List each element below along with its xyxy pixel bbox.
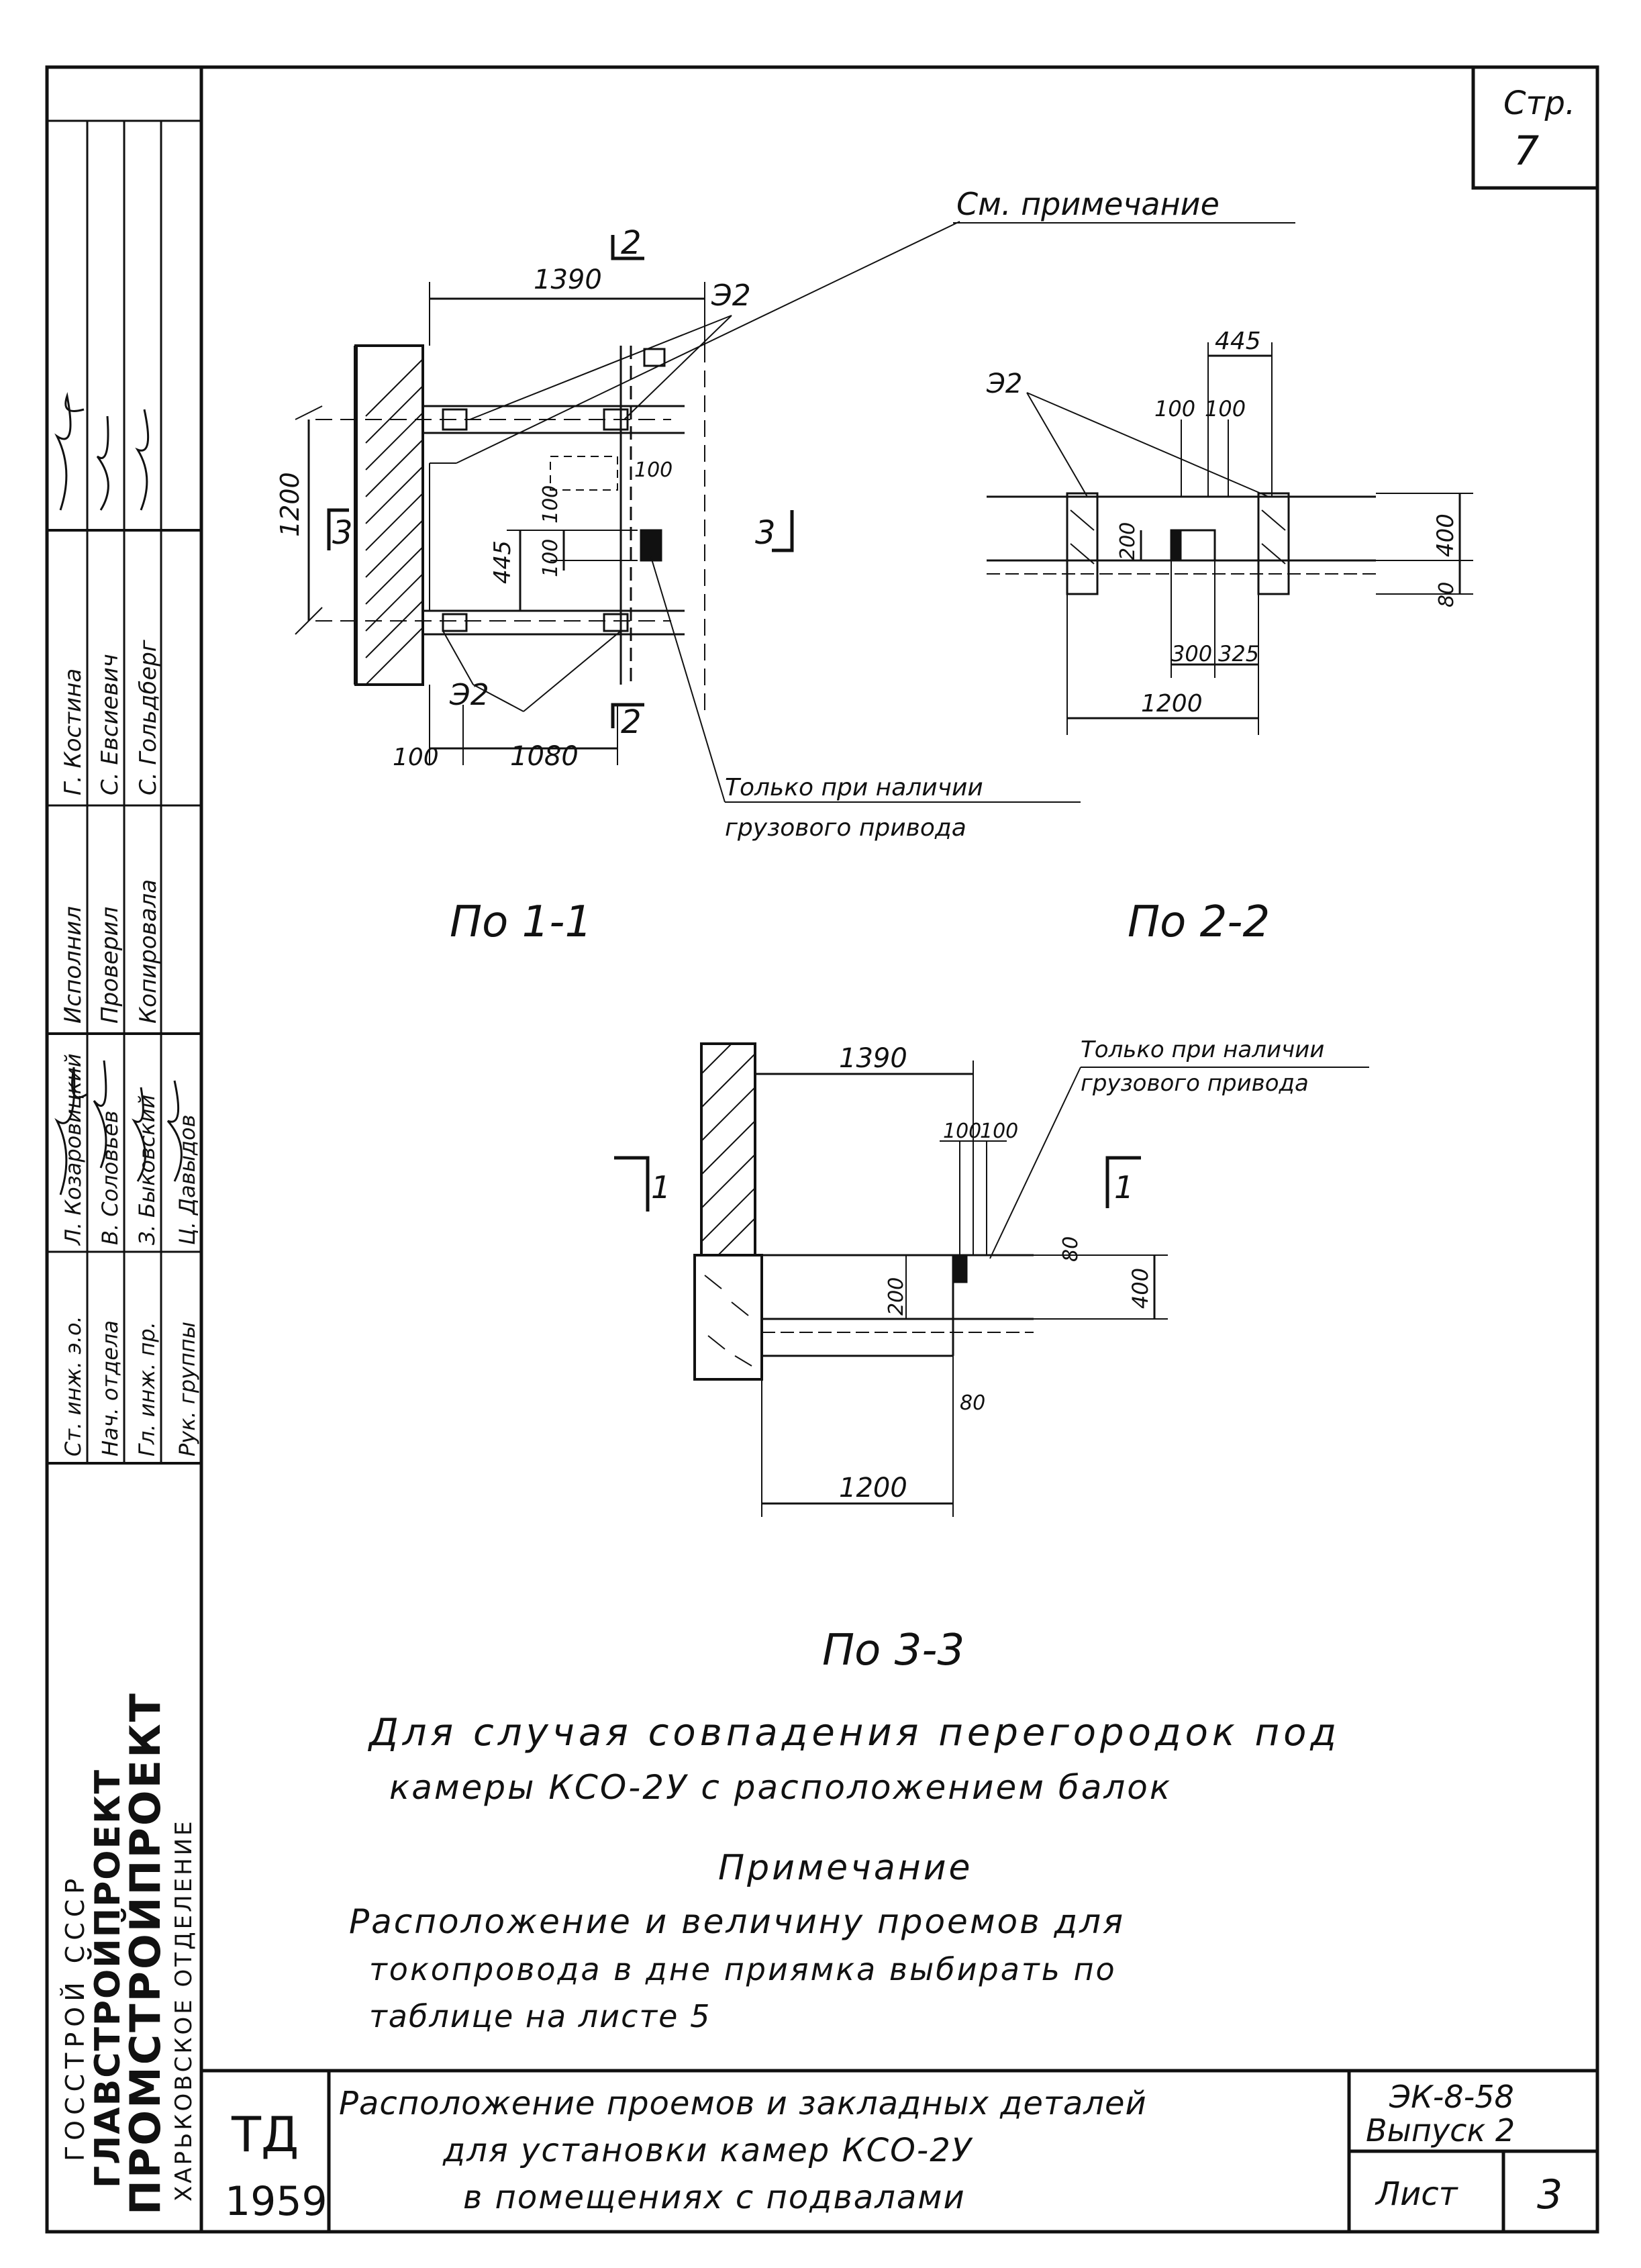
v3-cargo-line2: грузового привода bbox=[1081, 1070, 1309, 1097]
view-3-3 bbox=[614, 1042, 1369, 1517]
side-stamp bbox=[47, 119, 201, 1465]
v1-dim-left: 1200 bbox=[275, 472, 305, 537]
stamp-role-2: Нач. отдела bbox=[97, 1320, 123, 1457]
heading-line-1: Для случая совпадения перегородок под bbox=[367, 1711, 1340, 1755]
view-1-1 bbox=[295, 221, 1295, 803]
v2-dim-400: 400 bbox=[1432, 513, 1459, 557]
stamp-org-4: ХАРЬКОВСКОЕ ОТДЕЛЕНИЕ bbox=[170, 1818, 197, 2202]
v2-dim-445: 445 bbox=[1215, 328, 1261, 355]
v2-dim-325: 325 bbox=[1218, 641, 1259, 667]
v1-section-bottom: 2 bbox=[621, 703, 642, 741]
signatures-upper bbox=[54, 392, 150, 511]
stamp-role2-1: Исполнил bbox=[60, 906, 87, 1024]
v1-e2-top: Э2 bbox=[711, 279, 751, 313]
title-code: ЭК-8-58 bbox=[1389, 2079, 1514, 2115]
stamp-name-4: Ц. Давыдов bbox=[175, 1115, 200, 1245]
v1-dim-100-a: 100 bbox=[539, 539, 562, 577]
v2-dim-100b: 100 bbox=[1205, 396, 1246, 422]
stamp-name2-1: Г. Костина bbox=[60, 669, 87, 795]
title-sheet-label: Лист bbox=[1375, 2175, 1459, 2213]
v2-caption: По 2-2 bbox=[1128, 897, 1270, 947]
title-block bbox=[201, 2069, 1597, 2232]
stamp-org-3: ПРОМСТРОЙПРОЕКТ bbox=[121, 1691, 170, 2215]
title-issue: Выпуск 2 bbox=[1366, 2112, 1515, 2149]
stamp-name-3: З. Быковский bbox=[134, 1095, 160, 1245]
title-line-3: в помещениях с подвалами bbox=[463, 2179, 966, 2216]
v1-section-right: 3 bbox=[755, 514, 776, 552]
signatures-lower bbox=[54, 1060, 183, 1195]
v3-dim-1200: 1200 bbox=[839, 1473, 907, 1503]
v1-dim-445: 445 bbox=[489, 540, 516, 584]
v3-dim-80b: 80 bbox=[960, 1391, 985, 1415]
v1-dim-100-b: 100 bbox=[539, 485, 562, 524]
cargo-note-line2: грузового привода bbox=[725, 814, 966, 842]
stamp-org-2: ГЛАВСТРОЙПРОЕКТ bbox=[87, 1769, 128, 2188]
stamp-role-1: Ст. инж. э.о. bbox=[60, 1316, 86, 1457]
stamp-role2-3: Копировала bbox=[135, 879, 162, 1024]
stamp-name2-3: С. Гольдберг bbox=[135, 639, 162, 795]
v1-section-left: 3 bbox=[332, 514, 353, 552]
v3-dim-100b: 100 bbox=[980, 1120, 1018, 1143]
title-line-1: Расположение проемов и закладных деталей bbox=[339, 2085, 1147, 2122]
v1-caption: По 1-1 bbox=[450, 897, 592, 947]
note-line-1: Расположение и величину проемов для bbox=[349, 1902, 1125, 1941]
stamp-role-4: Рук. группы bbox=[175, 1322, 200, 1457]
v2-dim-300: 300 bbox=[1171, 641, 1212, 667]
title-sheet-number: 3 bbox=[1537, 2171, 1562, 2218]
title-year: 1959 bbox=[225, 2178, 328, 2225]
page-number: 7 bbox=[1513, 128, 1539, 175]
note-ref-label: См. примечание bbox=[956, 186, 1220, 222]
v3-section-right: 1 bbox=[1114, 1169, 1134, 1205]
v3-dim-400: 400 bbox=[1128, 1268, 1153, 1309]
v2-e2: Э2 bbox=[986, 368, 1022, 399]
v3-dim-200: 200 bbox=[885, 1277, 908, 1316]
cargo-note-line1: Только при наличии bbox=[725, 774, 983, 801]
v3-dim-80a: 80 bbox=[1059, 1236, 1083, 1262]
v2-dim-200: 200 bbox=[1116, 522, 1140, 560]
note-title: Примечание bbox=[718, 1848, 973, 1888]
stamp-name2-2: С. Евсиевич bbox=[97, 654, 123, 795]
stamp-org-1: ГОССТРОЙ СССР bbox=[60, 1873, 90, 2161]
note-line-2: токопровода в дне приямка выбирать по bbox=[369, 1951, 1117, 1987]
view-2-2 bbox=[987, 342, 1473, 735]
v3-dim-100a: 100 bbox=[943, 1120, 981, 1143]
v2-dim-1200: 1200 bbox=[1141, 690, 1203, 718]
v3-dim-1390: 1390 bbox=[839, 1043, 907, 1074]
stamp-role-3: Гл. инж. пр. bbox=[134, 1322, 160, 1457]
title-td: ТД bbox=[231, 2106, 299, 2163]
v1-section-top: 2 bbox=[621, 224, 642, 262]
stamp-role2-2: Проверил bbox=[97, 907, 123, 1024]
v1-dim-top: 1390 bbox=[534, 264, 602, 295]
stamp-name-2: В. Соловьев bbox=[97, 1110, 123, 1245]
v1-dim-100-c: 100 bbox=[634, 458, 673, 482]
v3-section-left: 1 bbox=[651, 1169, 670, 1205]
v1-dim-bottom-1080: 1080 bbox=[510, 741, 579, 772]
v2-dim-80: 80 bbox=[1435, 582, 1458, 607]
heading-line-2: камеры КСО-2У с расположением балок bbox=[389, 1768, 1172, 1807]
sheet-frame bbox=[45, 65, 1599, 2234]
note-line-3: таблице на листе 5 bbox=[369, 1998, 711, 2034]
v2-dim-100a: 100 bbox=[1154, 396, 1195, 422]
v3-caption: По 3-3 bbox=[822, 1626, 964, 1675]
title-line-2: для установки камер КСО-2У bbox=[442, 2132, 973, 2169]
v1-e2-bottom: Э2 bbox=[449, 678, 489, 712]
v3-cargo-line1: Только при наличии bbox=[1081, 1036, 1324, 1063]
page-label: Стр. bbox=[1503, 85, 1575, 122]
v1-dim-bottom-100: 100 bbox=[393, 744, 439, 771]
